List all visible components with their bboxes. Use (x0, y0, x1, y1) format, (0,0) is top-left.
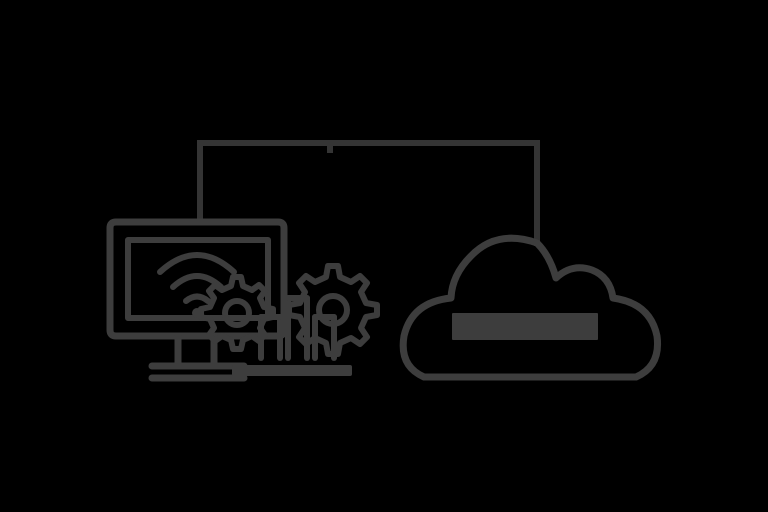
bracket-connector-icon (197, 140, 540, 246)
bar-chart-icon (232, 295, 352, 376)
server-block-icon (452, 313, 598, 340)
gear-icon (198, 274, 276, 352)
cloud-icon (399, 234, 662, 381)
